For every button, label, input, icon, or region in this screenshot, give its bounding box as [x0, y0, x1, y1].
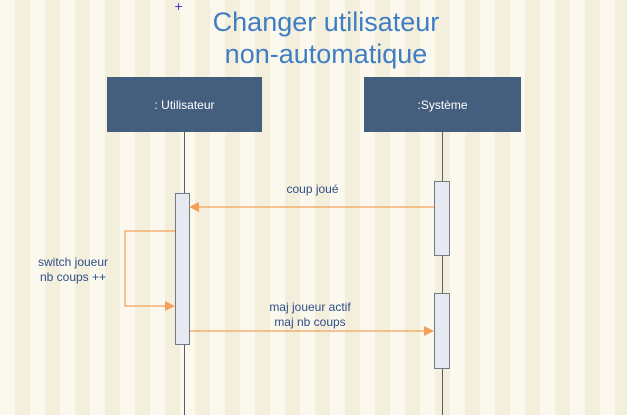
- message-maj-line-2: maj nb coups: [274, 315, 346, 329]
- diagram-title-line-2: non-automatique: [224, 39, 428, 69]
- message-self-switch-arrow[interactable]: [124, 230, 175, 311]
- message-coup-joue-label: coup joué: [250, 182, 375, 197]
- lifeline-head-systeme[interactable]: :Système: [364, 77, 521, 132]
- message-coup-joue-text: coup joué: [286, 182, 339, 196]
- lifeline-head-utilisateur-label: : Utilisateur: [154, 97, 215, 112]
- crosshair-cursor-icon: +: [174, 0, 184, 13]
- message-maj-label: maj joueur actif maj nb coups: [235, 300, 385, 330]
- lifeline-systeme: [442, 132, 443, 415]
- message-maj-line-1: maj joueur actif: [269, 300, 351, 314]
- message-self-line-1: switch joueur: [37, 255, 109, 269]
- lifeline-head-systeme-label: :Système: [417, 97, 468, 112]
- message-coup-joue-arrow[interactable]: [189, 202, 434, 212]
- activation-bar-systeme-1[interactable]: [434, 181, 450, 256]
- lifeline-head-utilisateur[interactable]: : Utilisateur: [107, 77, 262, 132]
- activation-bar-utilisateur[interactable]: [175, 193, 190, 345]
- activation-bar-systeme-2[interactable]: [434, 293, 450, 369]
- message-self-label: switch joueur nb coups ++: [30, 255, 116, 285]
- diagram-title-line-1: Changer utilisateur: [212, 7, 440, 37]
- diagram-title: Changer utilisateur non-automatique: [140, 6, 512, 70]
- message-self-line-2: nb coups ++: [39, 270, 107, 284]
